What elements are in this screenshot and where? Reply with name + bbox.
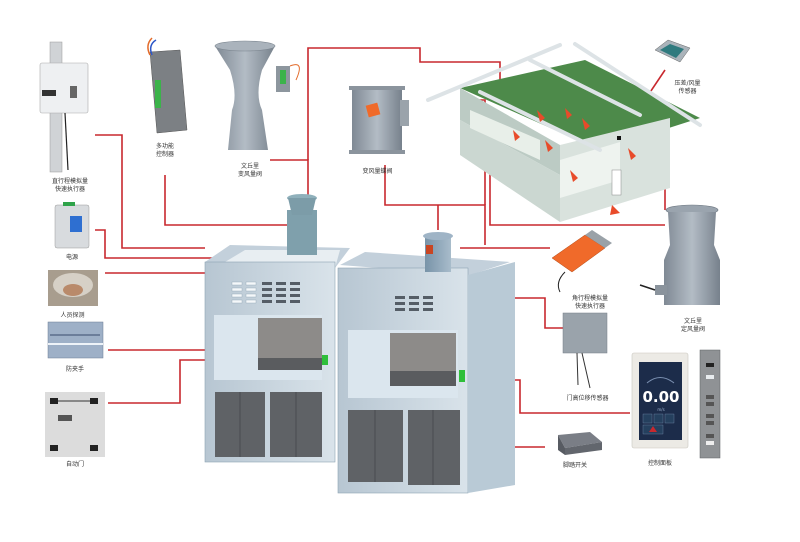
lab-room-illustration	[426, 42, 702, 222]
fume-hood-left	[204, 194, 350, 463]
label-anti-pinch: 防夹手	[65, 366, 84, 373]
sash-sensor-device	[562, 312, 608, 389]
label-auto-door: 自动门	[65, 461, 84, 468]
label-rotary-actuator: 角行程模拟量 快速执行器	[571, 295, 608, 310]
wire-sash	[515, 297, 568, 329]
control-panel-device	[631, 352, 689, 449]
wire-top-trunk	[307, 47, 501, 160]
wire-autodoor	[108, 359, 212, 404]
label-multi-controller: 多功能 控制器	[155, 143, 174, 158]
person-detector-device	[48, 270, 98, 306]
panel-display-value: 0.00	[642, 388, 680, 406]
rotary-actuator-device	[551, 230, 612, 293]
butterfly-vav-device	[349, 86, 409, 154]
venturi-cav-device	[639, 204, 720, 305]
label-foot-switch: 脚踏开关	[562, 462, 587, 469]
label-sash-sensor: 门高位移传感器	[566, 395, 609, 402]
fume-hood-right	[337, 232, 515, 494]
label-venturi-vav: 文丘里 变风量阀	[237, 163, 262, 178]
wire-power	[95, 229, 228, 259]
auto-door-device	[45, 392, 105, 457]
wire-linear-actuator	[95, 134, 205, 249]
label-pressure-sensor: 压差/风量 传感器	[674, 80, 701, 95]
linear-actuator-device	[39, 41, 89, 173]
panel-display-unit: m/s	[657, 407, 665, 412]
venturi-vav-device	[214, 40, 300, 150]
power-device	[54, 202, 90, 249]
controller-device	[147, 37, 188, 134]
label-power: 电源	[65, 254, 78, 261]
wire-butterfly-hood	[384, 165, 486, 245]
status-indicator	[322, 355, 328, 365]
label-person-detect: 人员探测	[60, 312, 85, 319]
foot-switch-device	[558, 432, 602, 455]
label-venturi-cav: 文丘里 定风量阀	[680, 318, 705, 333]
label-linear-actuator: 直行程模拟量 快速执行器	[51, 178, 88, 193]
slim-control-strip	[699, 349, 721, 459]
label-control-panel: 控制面板	[647, 460, 672, 467]
wire-controller	[164, 175, 298, 226]
status-indicator	[459, 370, 465, 382]
label-butterfly-vav: 变风量蝶阀	[362, 168, 393, 175]
pressure-sensor-device	[654, 39, 691, 63]
anti-pinch-device	[47, 321, 104, 359]
